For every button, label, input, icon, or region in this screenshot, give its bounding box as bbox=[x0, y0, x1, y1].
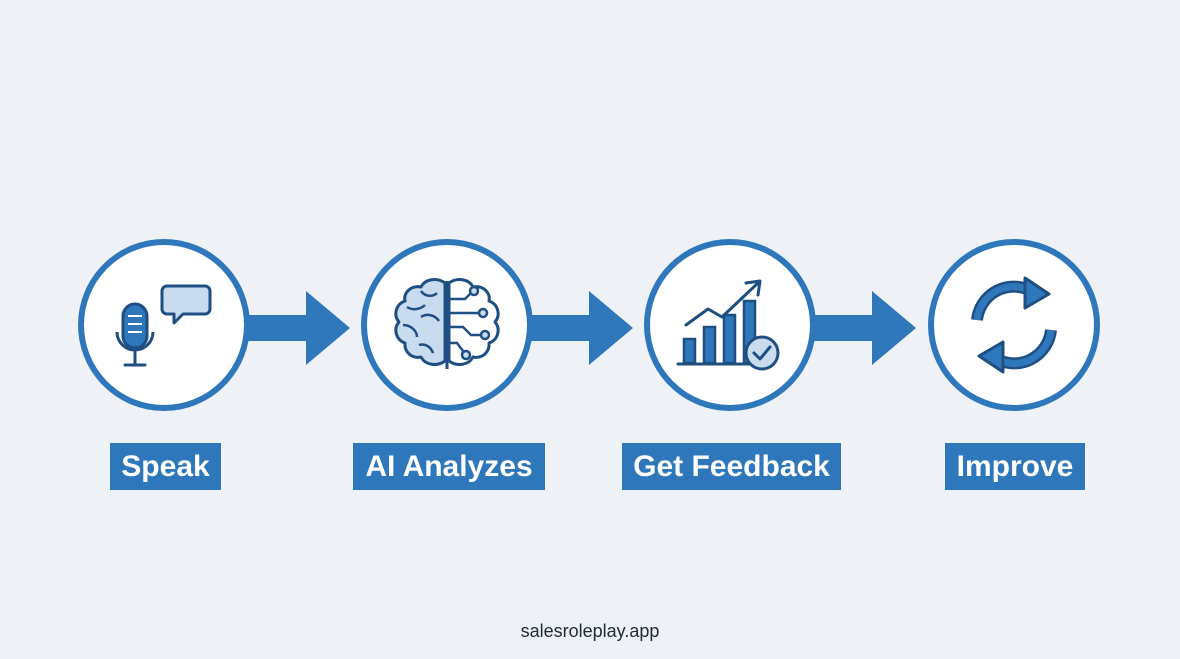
flow-arrow-icon bbox=[246, 291, 350, 365]
step-speak-circle bbox=[78, 239, 250, 411]
step-label-ai-analyzes: AI Analyzes bbox=[353, 443, 545, 490]
step-feedback-circle bbox=[644, 239, 816, 411]
step-improve-circle bbox=[928, 239, 1100, 411]
brain-circuit-icon bbox=[394, 278, 500, 369]
step-label-speak: Speak bbox=[110, 443, 221, 490]
refresh-cycle-icon bbox=[971, 276, 1057, 374]
footer-site-text: salesroleplay.app bbox=[520, 621, 660, 641]
microphone-speech-bubble-icon bbox=[115, 284, 212, 367]
step-analyze-circle bbox=[361, 239, 533, 411]
step-label-improve: Improve bbox=[945, 443, 1085, 490]
step-label-get-feedback: Get Feedback bbox=[622, 443, 841, 490]
flow-arrow-icon bbox=[812, 291, 916, 365]
chart-growth-check-icon bbox=[676, 279, 780, 371]
flow-arrow-icon bbox=[529, 291, 633, 365]
